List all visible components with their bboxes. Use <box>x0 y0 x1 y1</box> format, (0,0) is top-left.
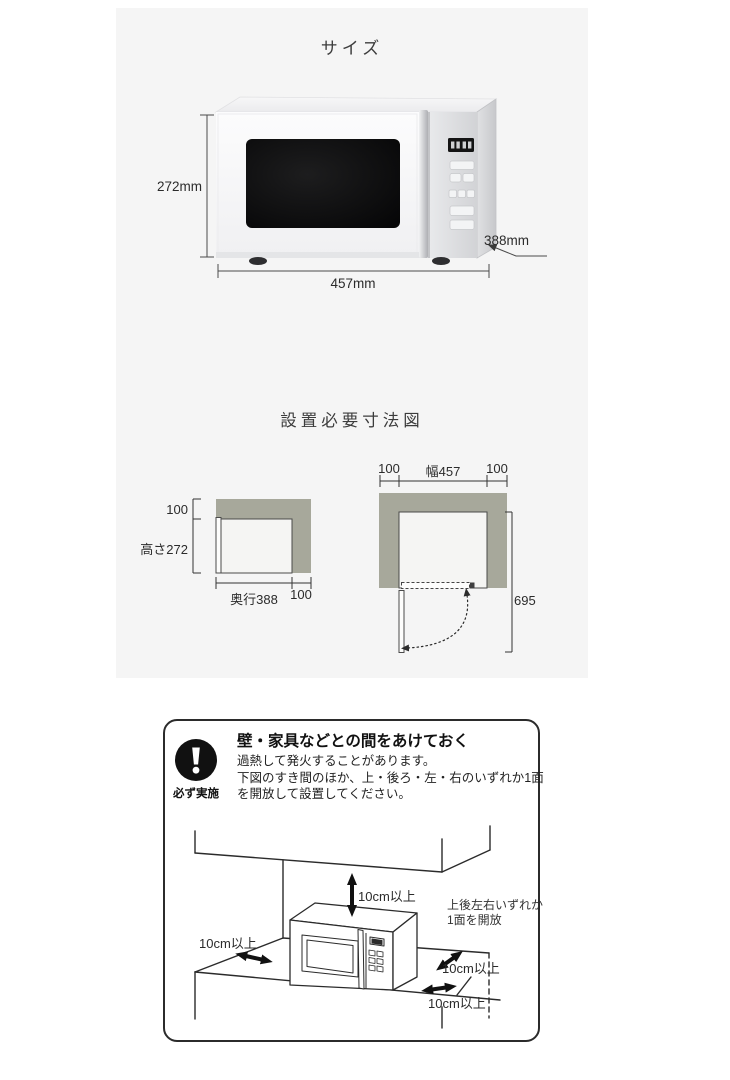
side-top-clearance-label: 100 <box>166 502 188 517</box>
shelf-clearance-figure <box>194 825 501 1029</box>
width-dimension-label: 457mm <box>330 276 376 291</box>
warning-body-line: 過熱して発火することがあります。 <box>237 754 436 768</box>
digital-display <box>448 138 474 152</box>
mandatory-action-icon <box>175 739 217 781</box>
door-swing-arc <box>401 588 471 652</box>
front-opening-height-label: 695 <box>514 593 536 608</box>
warning-title: 壁・家具などとの間をあけておく <box>237 733 469 750</box>
rear-clearance-label: 10cm以上 <box>442 961 500 976</box>
open-side-note-line2: 1面を開放 <box>447 913 502 927</box>
front-view-diagram <box>379 475 513 653</box>
front-width-label: 幅457 <box>425 464 461 479</box>
exclamation-icon <box>192 747 200 765</box>
side-rear-clearance-label: 100 <box>290 587 312 602</box>
rear-clearance-arrow <box>436 951 463 971</box>
installation-clearance-figure <box>192 475 513 653</box>
left-clearance-label: 10cm以上 <box>199 936 257 951</box>
warning-body: 過熱して発火することがあります。 下図のすき間のほか、上・後ろ・左・右のいずれか… <box>237 753 544 803</box>
microwave-photo <box>214 96 498 265</box>
microwave-size-figure <box>200 96 547 278</box>
top-clearance-label: 10cm以上 <box>358 889 416 904</box>
warning-body-line: を開放して設置してください。 <box>237 787 411 801</box>
side-depth-label: 奥行388 <box>230 592 278 607</box>
foot-right <box>432 257 450 265</box>
front-left-clearance-label: 100 <box>378 461 400 476</box>
install-section-title: 設置必要寸法図 <box>280 412 424 430</box>
side-view-diagram <box>192 498 312 589</box>
side-view-door <box>215 517 222 574</box>
foot-left <box>249 257 267 265</box>
dimension-lines <box>200 114 547 278</box>
size-section-title: サイズ <box>320 39 384 58</box>
door-handle <box>419 110 428 258</box>
side-height-label: 高さ272 <box>140 542 188 557</box>
front-view-open-door <box>398 590 405 653</box>
clearance-arrows <box>235 873 463 995</box>
door-window <box>246 139 400 228</box>
right-clearance-label: 10cm以上 <box>428 996 486 1011</box>
mandatory-action-label: 必ず実施 <box>173 788 219 800</box>
microwave-line-drawing <box>289 902 418 991</box>
open-side-note-line1: 上後左右いずれか <box>447 898 544 912</box>
warning-body-line: 下図のすき間のほか、上・後ろ・左・右のいずれか1面 <box>237 770 544 785</box>
depth-dimension-label: 388mm <box>484 233 530 248</box>
front-right-clearance-label: 100 <box>486 461 508 476</box>
left-clearance-arrow <box>235 951 273 965</box>
control-panel <box>430 112 477 258</box>
height-dimension-label: 272mm <box>156 179 202 194</box>
right-clearance-arrow <box>421 982 457 995</box>
